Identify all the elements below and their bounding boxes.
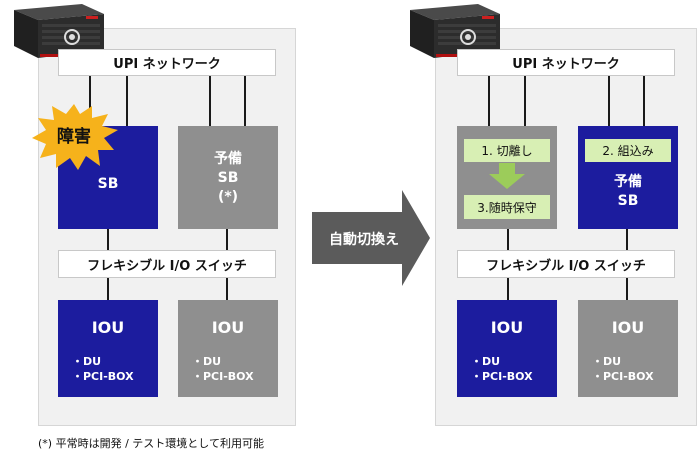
iou-list: ・DU ・PCI-BOX [592, 354, 654, 384]
spare-label-line1: 予備 [214, 151, 242, 167]
integrate-step-label: 2. 組込み [585, 139, 671, 162]
connector-line [126, 76, 128, 126]
connector-line [89, 76, 91, 126]
spare-label-line2: SB [217, 170, 239, 186]
maintenance-step-label: 3.随時保守 [464, 195, 550, 219]
iou-box: IOU ・DU ・PCI-BOX [457, 300, 557, 397]
connector-line [608, 76, 610, 126]
iou-item-pcibox: ・PCI-BOX [592, 370, 654, 383]
connector-line [107, 228, 109, 250]
connector-line [524, 76, 526, 126]
fault-burst-icon [28, 100, 120, 172]
connector-line [244, 76, 246, 126]
connector-line [626, 278, 628, 300]
fault-badge-label: 障害 [57, 127, 91, 147]
spare-label-line3: (*) [217, 189, 239, 205]
iou-box: IOU ・DU ・PCI-BOX [578, 300, 678, 397]
detach-step-label: 1. 切離し [464, 139, 550, 162]
arrow-icon [312, 190, 430, 286]
iou-item-du: ・DU [192, 355, 222, 368]
connector-line [209, 76, 211, 126]
connector-line [226, 278, 228, 300]
flexible-io-switch-bar: フレキシブル I/O スイッチ [457, 250, 675, 278]
iou-list: ・DU ・PCI-BOX [471, 354, 533, 384]
footnote: (*) 平常時は開発 / テスト環境として利用可能 [38, 437, 264, 450]
iou-item-du: ・DU [72, 355, 102, 368]
iou-item-pcibox: ・PCI-BOX [192, 370, 254, 383]
spare-label-line1: 予備 [614, 174, 642, 190]
server-icon [398, 2, 502, 60]
iou-title: IOU [91, 318, 125, 337]
iou-item-du: ・DU [592, 355, 622, 368]
sb-label: SB [97, 176, 119, 192]
iou-item-pcibox: ・PCI-BOX [471, 370, 533, 383]
iou-list: ・DU ・PCI-BOX [192, 354, 254, 384]
iou-title: IOU [611, 318, 645, 337]
upi-network-bar: UPI ネットワーク [457, 49, 675, 76]
iou-item-pcibox: ・PCI-BOX [72, 370, 134, 383]
connector-line [507, 278, 509, 300]
iou-box: IOU ・DU ・PCI-BOX [178, 300, 278, 397]
iou-title: IOU [490, 318, 524, 337]
spare-sb-box: 予備 SB (*) [178, 126, 278, 229]
connector-line [488, 76, 490, 126]
connector-line [107, 278, 109, 300]
connector-line [643, 76, 645, 126]
flexible-io-switch-bar: フレキシブル I/O スイッチ [58, 250, 276, 278]
down-arrow-icon [489, 163, 525, 189]
iou-list: ・DU ・PCI-BOX [72, 354, 134, 384]
connector-line [226, 228, 228, 250]
spare-label-line2: SB [617, 193, 639, 209]
connector-line [507, 228, 509, 250]
upi-network-bar: UPI ネットワーク [58, 49, 276, 76]
iou-box: IOU ・DU ・PCI-BOX [58, 300, 158, 397]
connector-line [626, 228, 628, 250]
iou-item-du: ・DU [471, 355, 501, 368]
auto-switch-label: 自動切換え [329, 232, 399, 248]
iou-title: IOU [211, 318, 245, 337]
